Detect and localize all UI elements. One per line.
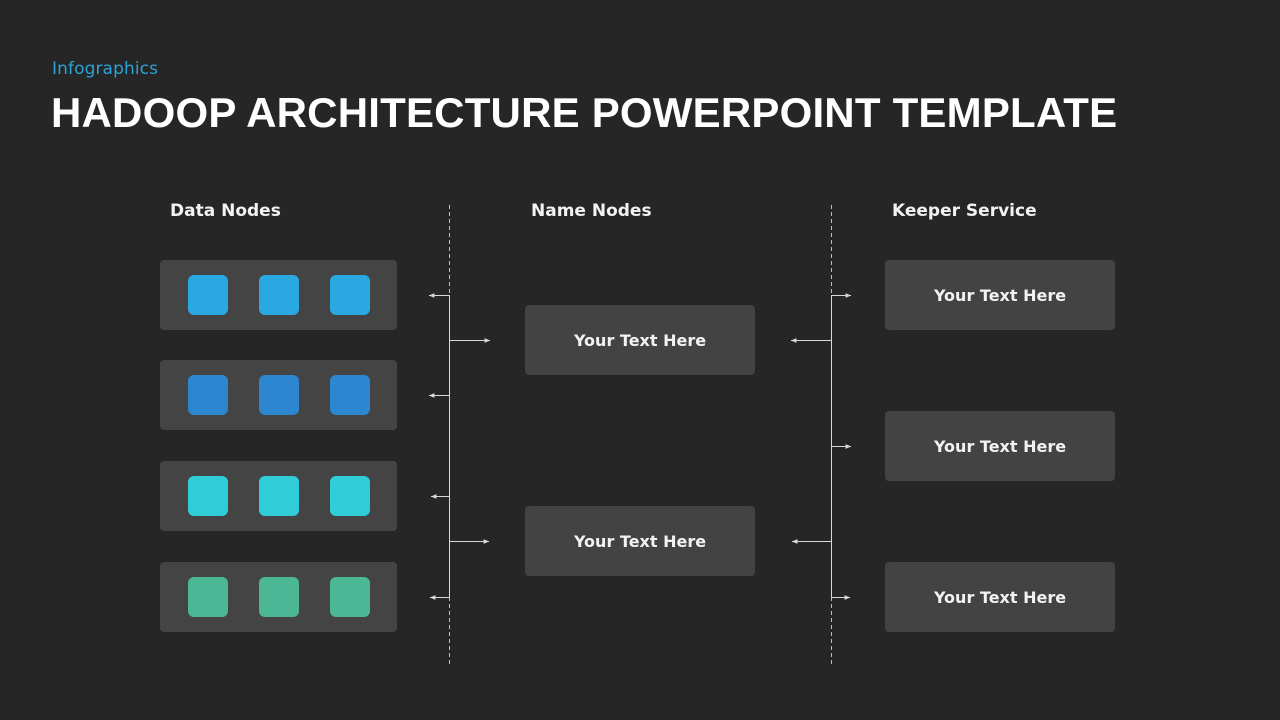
keeper-node-box-2: Your Text Here: [885, 411, 1115, 481]
node-square-icon: [330, 275, 370, 315]
subtitle: Infographics: [52, 59, 159, 79]
node-square-icon: [188, 375, 228, 415]
node-square-icon: [330, 476, 370, 516]
data-node-row-3: [160, 461, 397, 531]
node-square-icon: [188, 476, 228, 516]
node-square-icon: [259, 275, 299, 315]
node-square-icon: [259, 375, 299, 415]
data-nodes-heading: Data Nodes: [170, 201, 281, 221]
name-nodes-heading: Name Nodes: [531, 201, 652, 221]
keeper-node-box-3: Your Text Here: [885, 562, 1115, 632]
node-square-icon: [330, 375, 370, 415]
keeper-service-heading: Keeper Service: [892, 201, 1037, 221]
page-title: HADOOP ARCHITECTURE POWERPOINT TEMPLATE: [51, 89, 1118, 136]
node-square-icon: [259, 476, 299, 516]
name-node-box-1: Your Text Here: [525, 305, 755, 375]
node-square-icon: [330, 577, 370, 617]
data-node-row-2: [160, 360, 397, 430]
data-node-row-4: [160, 562, 397, 632]
node-square-icon: [259, 577, 299, 617]
node-square-icon: [188, 577, 228, 617]
keeper-node-box-1: Your Text Here: [885, 260, 1115, 330]
data-node-row-1: [160, 260, 397, 330]
name-node-box-2: Your Text Here: [525, 506, 755, 576]
node-square-icon: [188, 275, 228, 315]
